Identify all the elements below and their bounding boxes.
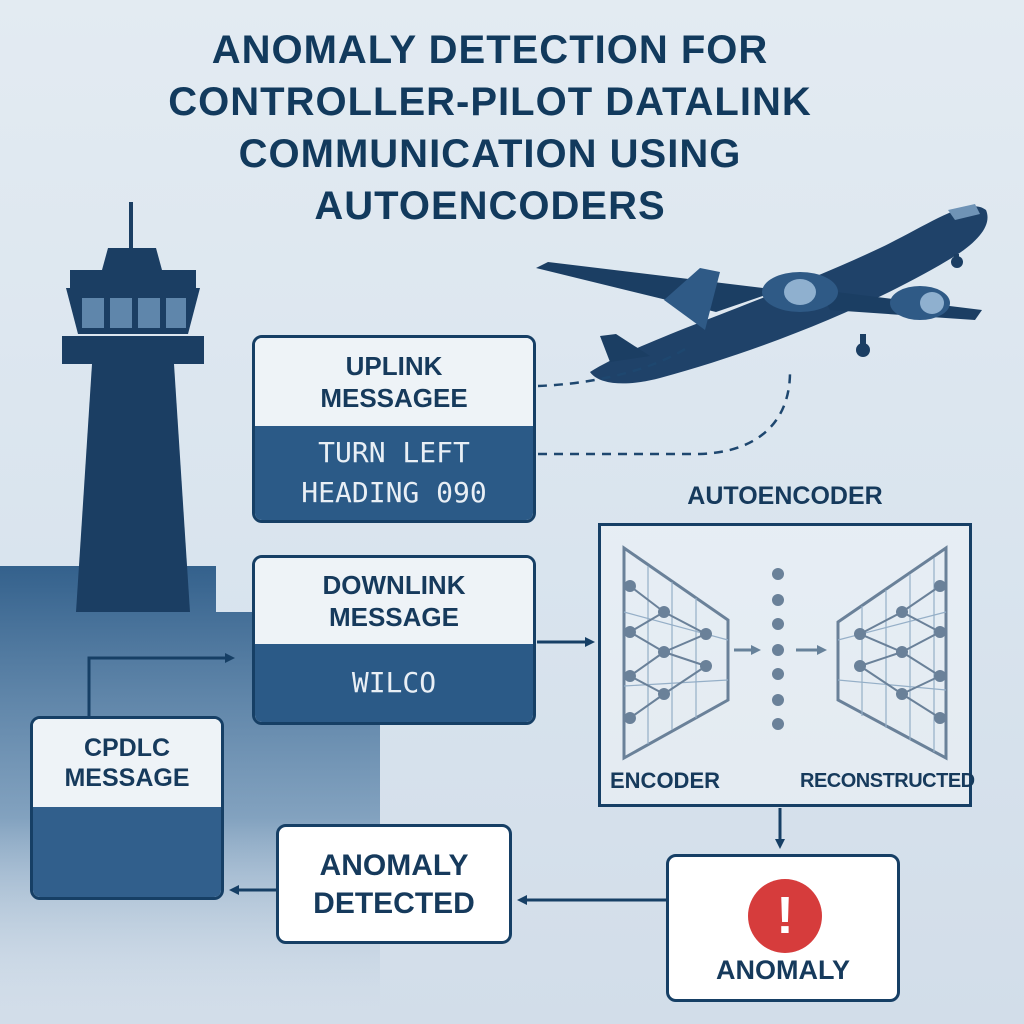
anomaly-label: ANOMALY [715,955,850,985]
cpdlc-body [33,807,221,897]
anomaly-box: ! ANOMALY [666,854,900,1002]
uplink-header: UPLINK MESSAGEE [255,338,533,426]
uplink-header-line: MESSAGEE [320,383,468,413]
uplink-dashed-link-top [537,344,691,388]
uplink-text-line: HEADING 090 [301,476,487,509]
title-line: ANOMALY DETECTION FOR [211,28,769,72]
cpdlc-header-line: MESSAGE [64,764,190,792]
uplink-dashed-link-bottom [538,371,792,456]
page-title: ANOMALY DETECTION FOR CONTROLLER-PILOT D… [60,24,920,232]
uplink-header-line: UPLINK [345,351,443,381]
downlink-body: WILCO [255,644,533,722]
cpdlc-header-line: CPDLC [83,734,171,762]
title-line: CONTROLLER-PILOT DATALINK [168,80,812,124]
cpdlc-message-box: CPDLC MESSAGE [30,716,224,900]
cpdlc-header: CPDLC MESSAGE [33,719,221,807]
decoder-network-icon [836,545,948,761]
reconstructed-label: RECONSTRUCTED [800,770,975,792]
autoencoder-title: AUTOENCODER [687,482,883,510]
airplane-icon [536,204,988,384]
anomaly-detected-box: ANOMALY DETECTED [276,824,512,944]
cpdlc-to-downlink-arrow [87,653,235,716]
latent-space-dots [772,568,784,730]
control-tower-icon [62,202,204,612]
anomaly-detected-line: DETECTED [313,887,475,920]
anomaly-detected-line: ANOMALY [319,849,469,882]
alert-icon: ! [748,879,822,953]
title-line: COMMUNICATION USING [238,132,742,176]
encoder-label: ENCODER [610,768,721,793]
uplink-text-line: TURN LEFT [318,436,470,469]
downlink-header-line: DOWNLINK [322,570,466,600]
downlink-header: DOWNLINK MESSAGE [255,558,533,644]
autoencoder-frame [598,523,972,807]
downlink-text: WILCO [351,666,437,699]
uplink-body: TURN LEFT HEADING 090 [255,426,533,520]
uplink-message-box: UPLINK MESSAGEE TURN LEFT HEADING 090 [252,335,536,523]
downlink-message-box: DOWNLINK MESSAGE WILCO [252,555,536,725]
title-line: AUTOENCODERS [314,184,666,228]
encoder-network-icon [622,545,730,761]
downlink-header-line: MESSAGE [328,602,459,632]
